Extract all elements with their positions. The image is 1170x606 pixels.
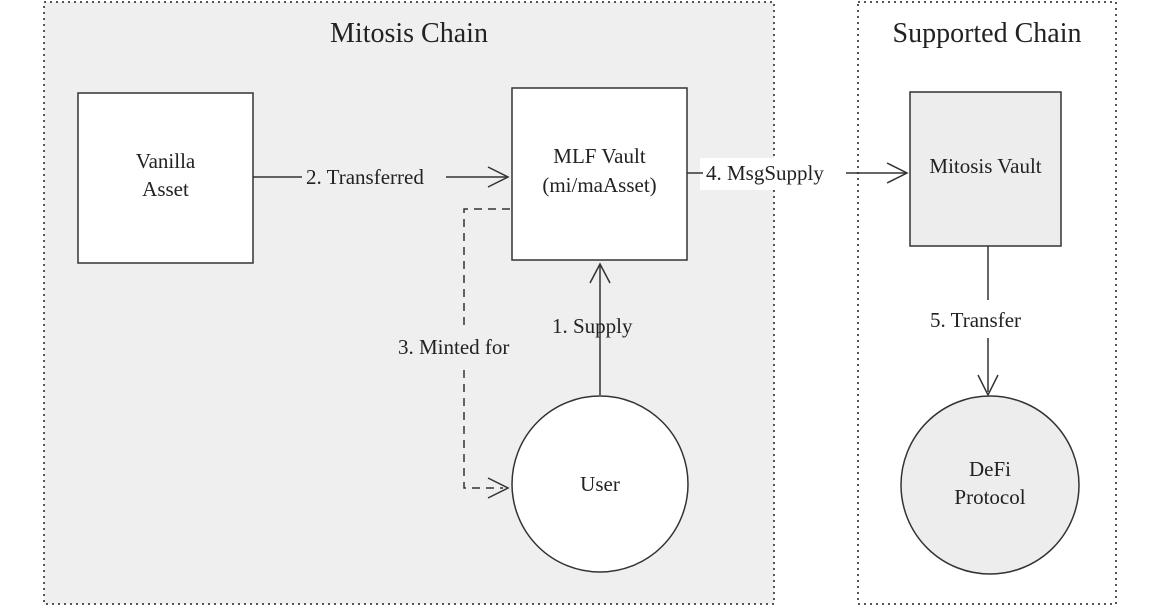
edge-msg-supply-label: 4. MsgSupply [706,161,824,185]
defi-protocol-label-line1: DeFi [969,457,1011,481]
edge-transferred: 2. Transferred [253,165,510,189]
edge-transfer: 5. Transfer [930,246,1021,397]
edge-minted-for-line-bottom [463,370,503,489]
edge-supply: 1. Supply [552,262,633,395]
arrowhead-right-icon [886,162,909,184]
user-label: User [580,472,620,496]
mlf-vault-label-line2: (mi/maAsset) [542,173,656,197]
vanilla-asset-node: Vanilla Asset [77,92,254,264]
edge-minted-for-line-top [463,208,510,328]
arrowhead-down-icon [977,374,999,397]
supported-chain-title: Supported Chain [893,18,1082,49]
edge-transferred-label: 2. Transferred [306,165,424,189]
mlf-vault-label-line1: MLF Vault [553,144,646,168]
edge-msg-supply: 4. MsgSupply [687,158,909,190]
defi-protocol-label-line2: Protocol [954,485,1025,509]
arrowhead-up-icon [589,262,611,284]
mitosis-vault-label: Mitosis Vault [929,154,1041,178]
edge-minted-for-label: 3. Minted for [398,335,509,359]
mitosis-chain-title: Mitosis Chain [330,18,488,49]
arrowhead-right-icon [487,477,510,499]
mlf-vault-node: MLF Vault (mi/maAsset) [511,87,688,261]
vanilla-asset-label-line2: Asset [142,177,189,201]
edge-msg-supply-label-bg [700,158,848,190]
defi-protocol-node: DeFi Protocol [900,395,1080,575]
edge-supply-label: 1. Supply [552,314,633,338]
edge-minted-for: 3. Minted for [398,208,510,499]
user-node: User [511,395,689,573]
arrowhead-right-icon [487,166,510,188]
vanilla-asset-label-line1: Vanilla [136,149,196,173]
edge-transfer-label: 5. Transfer [930,308,1021,332]
mitosis-vault-node: Mitosis Vault [909,91,1062,247]
